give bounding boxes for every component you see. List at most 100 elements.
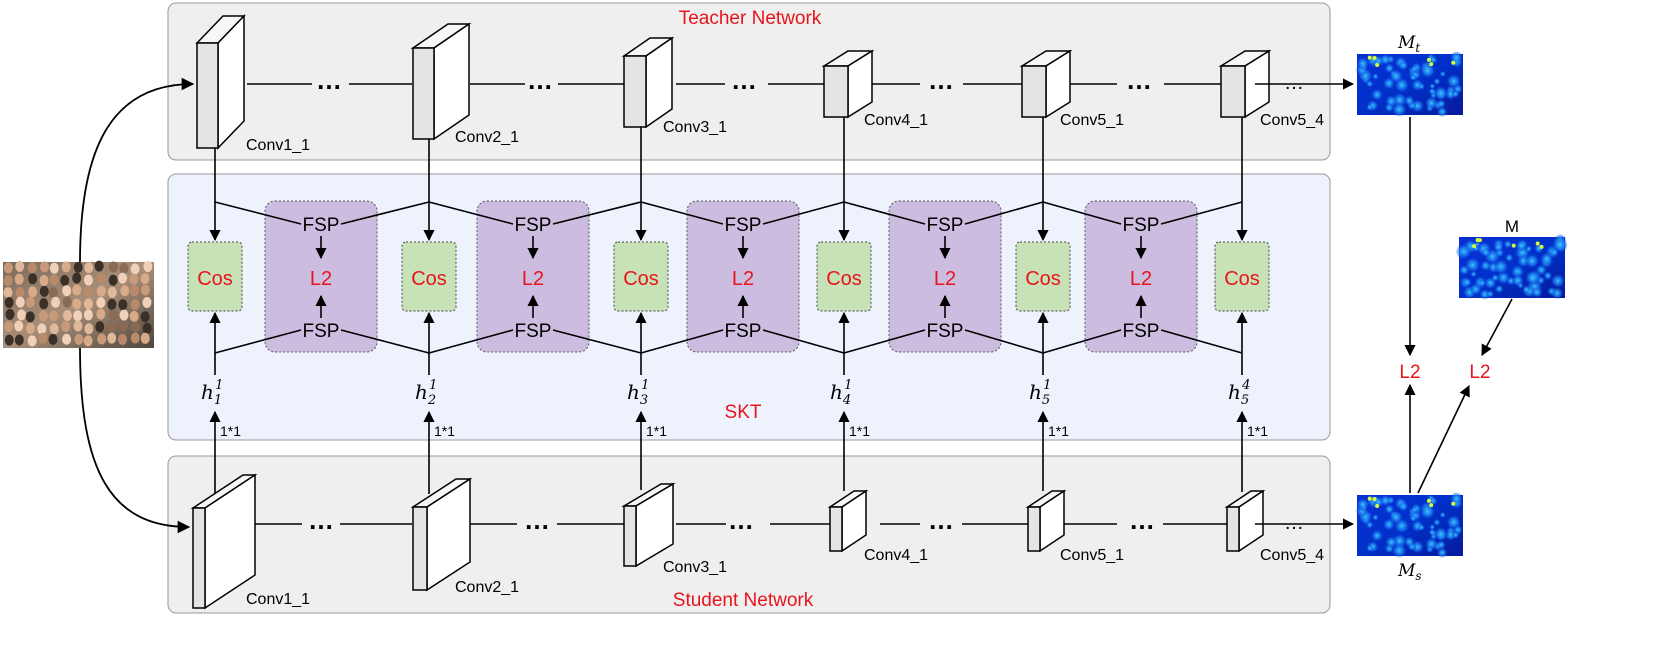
fsp-teacher-label: FSP	[515, 215, 552, 236]
cos-module-6	[1214, 241, 1270, 312]
gt-map-to-l2-arrow	[1481, 298, 1513, 356]
student-layer-label: Conv5_4	[1260, 547, 1324, 564]
student-ellipsis: …	[928, 505, 954, 535]
student-to-fsp-line	[340, 329, 430, 354]
teacher-layer-label: Conv1_1	[246, 137, 310, 154]
conv1x1-label: 1*1	[646, 423, 667, 439]
student-layer-label: Conv5_1	[1060, 547, 1124, 564]
teacher-to-fsp-line	[552, 201, 642, 225]
teacher-ellipsis: …	[928, 65, 954, 95]
conv1x1-label: 1*1	[849, 423, 870, 439]
cos-label: Cos	[197, 268, 233, 290]
student-conv-block-6	[1224, 489, 1266, 553]
cos-module-4	[816, 241, 872, 312]
student-density-map	[1355, 492, 1463, 559]
fsp-student-label: FSP	[515, 321, 552, 342]
student-layer-label: Conv1_1	[246, 591, 310, 608]
cos-module-2	[401, 241, 457, 312]
fsp-module-3	[686, 200, 800, 353]
student-to-fsp-line	[428, 329, 514, 354]
student-layer-label: Conv3_1	[663, 559, 727, 576]
student-conv-block-5	[1025, 489, 1067, 553]
conv1x1-label: 1*1	[434, 423, 455, 439]
teacher-density-map	[1355, 51, 1463, 118]
teacher-to-fsp-line	[640, 201, 724, 225]
fsp-teacher-label: FSP	[927, 215, 964, 236]
student-to-fsp-line	[552, 329, 642, 354]
conv1x1-label: 1*1	[1247, 423, 1268, 439]
fsp-student-label: FSP	[303, 321, 340, 342]
teacher-to-fsp-line	[843, 201, 926, 225]
student-ellipsis: …	[308, 505, 334, 535]
teacher-to-fsp-line	[214, 201, 302, 225]
student-ellipsis: …	[1284, 512, 1304, 534]
student-map-label: Ms	[1397, 561, 1422, 583]
teacher-layer-label: Conv4_1	[864, 112, 928, 129]
cos-module-5	[1015, 241, 1071, 312]
teacher-student-l2-loss: L2	[1399, 362, 1420, 383]
teacher-conv-block-4	[821, 49, 875, 119]
input-crowd-image	[3, 260, 154, 348]
student-conv-block-3	[621, 482, 676, 568]
teacher-title: Teacher Network	[679, 8, 822, 29]
student-layer-label: Conv2_1	[455, 579, 519, 596]
ground-truth-l2-loss: L2	[1469, 362, 1490, 383]
teacher-ellipsis: …	[731, 65, 757, 95]
fsp-l2-label: L2	[732, 268, 754, 290]
skt-title: SKT	[725, 402, 762, 423]
hint-feature-1: h11	[201, 378, 223, 408]
student-conv-block-2	[410, 477, 473, 592]
teacher-to-fsp-line	[1160, 201, 1243, 225]
cos-label: Cos	[623, 268, 659, 290]
student-to-fsp-line	[1042, 329, 1122, 354]
cos-module-3	[613, 241, 669, 312]
conv1x1-label: 1*1	[1048, 423, 1069, 439]
student-map-to-gt-l2-arrow	[1417, 384, 1470, 494]
teacher-to-fsp-line	[964, 201, 1044, 225]
fsp-teacher-label: FSP	[725, 215, 762, 236]
fsp-student-label: FSP	[1123, 321, 1160, 342]
cos-module-1	[187, 241, 243, 312]
teacher-conv-block-2	[410, 22, 472, 141]
conv1x1-label: 1*1	[220, 423, 241, 439]
teacher-ellipsis: …	[1284, 72, 1304, 94]
teacher-layer-label: Conv5_1	[1060, 112, 1124, 129]
fsp-student-label: FSP	[927, 321, 964, 342]
fsp-teacher-label: FSP	[1123, 215, 1160, 236]
cos-label: Cos	[411, 268, 447, 290]
student-conv-block-1	[190, 473, 258, 610]
teacher-to-fsp-line	[1042, 201, 1122, 225]
cos-label: Cos	[1224, 268, 1260, 290]
student-title: Student Network	[673, 590, 814, 611]
fsp-student-label: FSP	[725, 321, 762, 342]
teacher-to-fsp-line	[428, 201, 514, 225]
student-to-fsp-line	[762, 329, 845, 354]
fsp-module-2	[476, 200, 590, 353]
cos-label: Cos	[826, 268, 862, 290]
student-ellipsis: …	[728, 505, 754, 535]
hint-feature-3: h31	[627, 378, 649, 408]
ground-truth-density-map	[1455, 233, 1568, 300]
teacher-conv-block-5	[1019, 49, 1073, 119]
student-ellipsis: …	[1129, 505, 1155, 535]
teacher-map-label: Mt	[1397, 33, 1420, 55]
teacher-conv-block-3	[621, 36, 675, 129]
teacher-layer-label: Conv2_1	[455, 129, 519, 146]
student-ellipsis: …	[524, 505, 550, 535]
teacher-layer-label: Conv3_1	[663, 119, 727, 136]
student-to-fsp-line	[1160, 329, 1243, 354]
fsp-l2-label: L2	[934, 268, 956, 290]
fsp-l2-label: L2	[1130, 268, 1152, 290]
teacher-ellipsis: …	[1126, 65, 1152, 95]
teacher-ellipsis: …	[527, 65, 553, 95]
student-to-fsp-line	[964, 329, 1044, 354]
hint-feature-5: h51	[1029, 378, 1051, 408]
teacher-conv-block-1	[195, 14, 246, 150]
teacher-ellipsis: …	[316, 65, 342, 95]
hint-feature-4: h41	[830, 378, 852, 408]
ground-truth-label: M	[1505, 217, 1519, 236]
student-to-fsp-line	[640, 329, 724, 354]
fsp-teacher-label: FSP	[303, 215, 340, 236]
fsp-module-5	[1084, 200, 1198, 353]
